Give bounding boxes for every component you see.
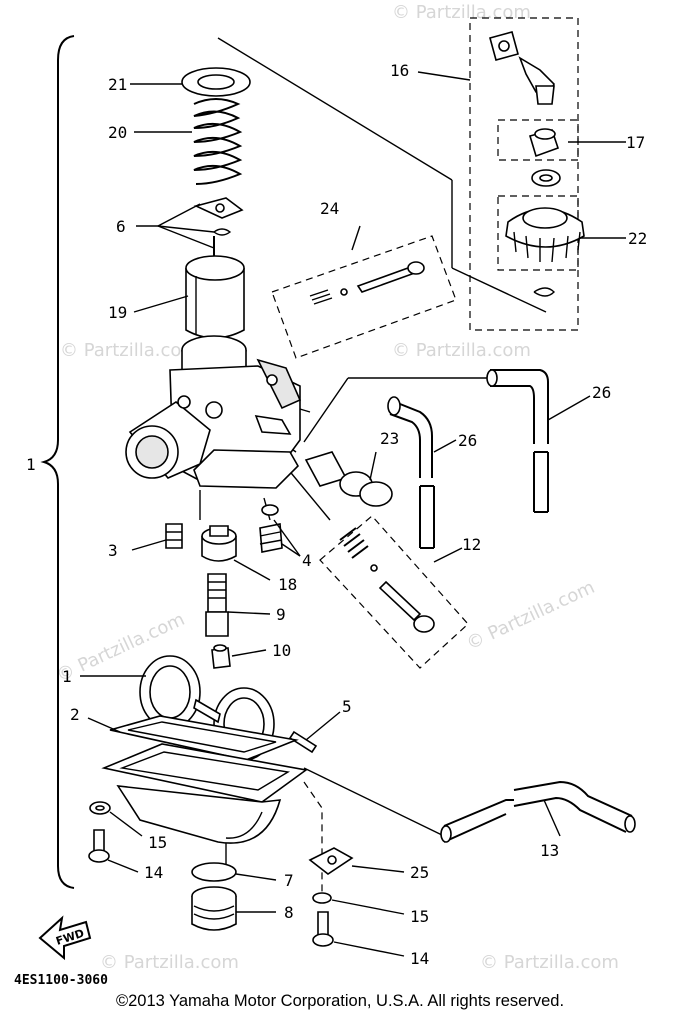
callout-1: 1 [62, 667, 72, 686]
gasket-inner [127, 721, 277, 753]
callout-3: 3 [108, 541, 118, 560]
callout-2: 2 [70, 705, 80, 724]
float-chamber [101, 743, 308, 844]
part-9-needle-jet [205, 573, 229, 637]
watermark-text: © Partzilla.com [392, 2, 531, 23]
part-26-air-vent-hose-short [387, 396, 435, 549]
callout-13: 13 [540, 841, 559, 860]
forward-arrow-icon: FWD [38, 915, 92, 961]
part-2-float-chamber-gasket [109, 715, 299, 761]
part-16-hose-fitting [489, 31, 555, 105]
callout-9: 9 [276, 605, 286, 624]
callout-21: 21 [108, 75, 127, 94]
callout-1: 1 [26, 455, 36, 474]
part-18-needle-jet-holder [201, 525, 237, 562]
callout-14: 14 [144, 863, 163, 882]
callout-16: 16 [390, 61, 409, 80]
part-15-washer [312, 892, 332, 904]
callout-18: 18 [278, 575, 297, 594]
callout-26: 26 [458, 431, 477, 450]
part-12-throttle-stop-screw [339, 527, 435, 633]
part-13-overflow-hose [440, 780, 636, 843]
watermark-text: © Partzilla.com [463, 577, 598, 655]
part-20-throttle-spring [193, 98, 243, 185]
callout-20: 20 [108, 123, 127, 142]
part-4-float-valve-seat [259, 504, 283, 553]
part-3-pilot-jet [165, 523, 183, 549]
callout-7: 7 [284, 871, 294, 890]
part-26-air-vent-hose-long [486, 369, 549, 513]
part-19-throttle-valve [185, 255, 245, 339]
part-23-starter-plunger [304, 451, 393, 507]
diagram-code: 4ES1100-3060 [14, 973, 108, 988]
callout-24: 24 [320, 199, 339, 218]
callout-22: 22 [628, 229, 647, 248]
watermark-text: © Partzilla.com [392, 340, 531, 361]
callout-25: 25 [410, 863, 429, 882]
part-14-screw [312, 911, 334, 947]
callouts: 21 20 6 19 24 16 17 22 26 26 23 12 1 3 4 [26, 61, 647, 968]
callout-8: 8 [284, 903, 294, 922]
part-21-spring-seat [181, 67, 251, 97]
clip [533, 287, 555, 297]
part-24-pilot-screw [309, 261, 425, 305]
callout-10: 10 [272, 641, 291, 660]
part-14-screw [88, 829, 110, 863]
callout-26: 26 [592, 383, 611, 402]
part-6-needle-clip [193, 197, 244, 236]
part-25-plate [308, 847, 354, 875]
callout-5: 5 [342, 697, 352, 716]
callout-19: 19 [108, 303, 127, 322]
callout-6: 6 [116, 217, 126, 236]
callout-15: 15 [148, 833, 167, 852]
washer-hole [539, 174, 553, 182]
callout-23: 23 [380, 429, 399, 448]
callout-12: 12 [462, 535, 481, 554]
part-10-main-jet [211, 644, 231, 669]
copyright-notice: ©2013 Yamaha Motor Corporation, U.S.A. A… [115, 992, 565, 1010]
watermark-text: © Partzilla.com [480, 952, 619, 973]
callout-17: 17 [626, 133, 645, 152]
part-8-drain-plug [191, 886, 237, 931]
part-5-float-pin [288, 730, 318, 754]
assembly-bracket [40, 35, 75, 889]
callout-4: 4 [302, 551, 312, 570]
callout-14: 14 [410, 949, 429, 968]
washer-hole [95, 805, 105, 811]
dashed-group-boxes [271, 17, 579, 669]
watermark-text: © Partzilla.com [100, 952, 239, 973]
callout-15: 15 [410, 907, 429, 926]
part-17-nut [528, 128, 560, 158]
watermark-text: © Partzilla.com [60, 340, 199, 361]
carburetor-body [125, 335, 302, 489]
part-7-o-ring [191, 862, 237, 882]
part-22-mixing-chamber-top [505, 207, 585, 263]
